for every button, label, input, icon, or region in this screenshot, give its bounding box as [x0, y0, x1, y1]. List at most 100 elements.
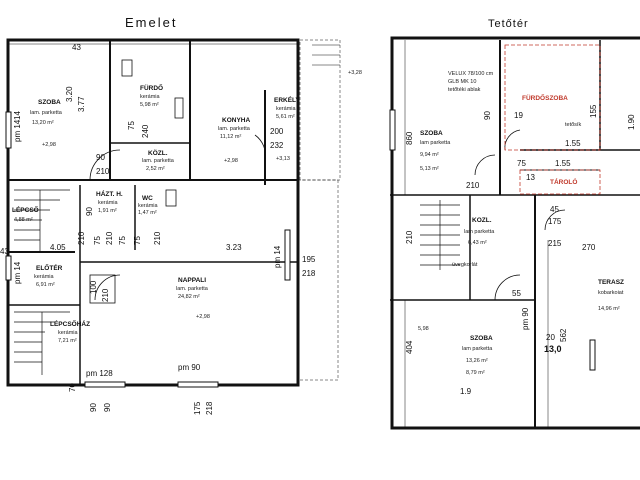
plan-label: 13,0: [544, 344, 562, 354]
plan-label: 210: [105, 231, 114, 245]
plan-label: ELŐTÉR: [36, 263, 63, 272]
plan-label: +2,98: [224, 158, 238, 164]
plan-label: 200: [270, 127, 284, 136]
plan-label: 4,88 m²: [14, 217, 33, 223]
plan-label: tetőtéki ablak: [448, 87, 481, 93]
plan-label: 70: [68, 383, 77, 392]
plan-label: 9,94 m²: [420, 152, 439, 158]
plan-label: 100: [89, 280, 98, 294]
teteter-plan: [389, 36, 640, 430]
plan-label: 75: [517, 159, 526, 168]
plan-label: 5,98: [418, 326, 429, 332]
plan-label: WC: [142, 195, 153, 202]
teteter-labels: VELUX 78/100 cm GLB MK 10 tetőtéki ablak…: [418, 71, 624, 376]
plan-label: 1,91 m²: [98, 208, 117, 214]
plan-label: 210: [405, 230, 414, 244]
room-szoba-1: SZOBA: [38, 99, 61, 106]
plan-label: pm 128: [86, 369, 113, 378]
plan-label: 75: [93, 236, 102, 245]
plan-label: 6,43 m²: [468, 240, 487, 246]
plan-label: 5,98 m²: [140, 102, 159, 108]
plan-label: FÜRDŐ: [140, 83, 163, 92]
plan-label: 1,47 m²: [138, 210, 157, 216]
plan-label: 195: [302, 255, 316, 264]
emelet-plan: [5, 38, 341, 388]
plan-label: 43: [72, 43, 81, 52]
plan-label: +3,13: [276, 156, 290, 162]
plan-label: 75: [127, 121, 136, 130]
plan-label: VELUX 78/100 cm: [448, 71, 494, 77]
plan-label: 90: [96, 153, 105, 162]
plan-label: lam parketta: [462, 346, 493, 352]
plan-label: 13,20 m²: [32, 120, 54, 126]
plan-label: 210: [153, 231, 162, 245]
plan-label: +3,28: [348, 70, 362, 76]
plan-label: 2,52 m²: [146, 166, 165, 172]
plan-label: 14: [13, 111, 22, 120]
plan-label: 24,82 m²: [178, 294, 200, 300]
plan-label: ERKÉLY: [274, 95, 300, 104]
plan-label: lam. parketta: [30, 110, 63, 116]
plan-label: 7,21 m²: [58, 338, 77, 344]
plan-label: pm 90: [521, 307, 530, 330]
plan-label: 240: [141, 124, 150, 138]
plan-label: HÁZT. H.: [96, 189, 123, 198]
plan-label: 218: [205, 401, 214, 415]
plan-label: 5,13 m²: [420, 166, 439, 172]
plan-label: GLB MK 10: [448, 79, 476, 85]
plan-label: kerámia: [276, 106, 297, 112]
plan-label: 210: [77, 231, 86, 245]
plan-label: 175: [193, 401, 202, 415]
plan-label: KÖZL.: [148, 148, 168, 157]
plan-label: KOZL.: [472, 217, 492, 224]
plan-label: 55: [512, 289, 521, 298]
plan-label: kobarkoiat: [598, 290, 624, 296]
plan-label: 270: [582, 243, 596, 252]
plan-label: kerámia: [138, 203, 159, 209]
plan-label: 3.20: [65, 86, 74, 102]
plan-label: 1.9: [460, 387, 472, 396]
plan-label: 3.23: [226, 243, 242, 252]
teteter-title: Tetőtér: [488, 18, 529, 30]
plan-label: LÉPCSŐHÁZ: [50, 319, 90, 328]
plan-label: LÉPCSŐ: [12, 205, 39, 214]
plan-label: 210: [101, 288, 110, 302]
plan-label: 75: [118, 236, 127, 245]
plan-label: 404: [405, 340, 414, 354]
plan-label: TERASZ: [598, 279, 624, 286]
plan-label: 1.55: [565, 139, 581, 148]
plan-label: 20: [546, 333, 555, 342]
plan-label: SZOBA: [420, 130, 443, 137]
plan-label: lam parketta: [464, 229, 495, 235]
plan-label: 5,61 m²: [276, 114, 295, 120]
plan-label: lam. parketta: [176, 286, 209, 292]
plan-label: lam. parketta: [218, 126, 251, 132]
plan-label: pm 14: [273, 245, 282, 268]
plan-label: pm 14: [13, 261, 22, 284]
plan-label: 45: [550, 205, 559, 214]
plan-label: 4.05: [50, 243, 66, 252]
plan-label: 14,96 m²: [598, 306, 620, 312]
plan-label: üvegkorlát: [452, 262, 478, 268]
plan-label: 8,79 m²: [466, 370, 485, 376]
plan-label: 562: [559, 328, 568, 342]
plan-label: +2,98: [196, 314, 210, 320]
plan-label: pm 14: [13, 119, 22, 142]
plan-label: 90: [85, 207, 94, 216]
plan-label: kerámia: [140, 94, 161, 100]
plan-label: 90: [89, 403, 98, 412]
plan-label: SZOBA: [470, 335, 493, 342]
plan-label: 6,91 m²: [36, 282, 55, 288]
plan-label: FÜRDŐSZOBA: [522, 93, 568, 102]
plan-label: kerámia: [98, 200, 119, 206]
plan-label: kerámia: [34, 274, 55, 280]
plan-label: lam. parketta: [142, 158, 175, 164]
plan-label: +2,98: [42, 142, 56, 148]
emelet-title: Emelet: [125, 15, 178, 30]
plan-label: 210: [96, 167, 110, 176]
plan-label: 232: [270, 141, 284, 150]
plan-label: 90: [103, 403, 112, 412]
plan-label: 1.90: [627, 114, 636, 130]
plan-label: 210: [466, 181, 480, 190]
